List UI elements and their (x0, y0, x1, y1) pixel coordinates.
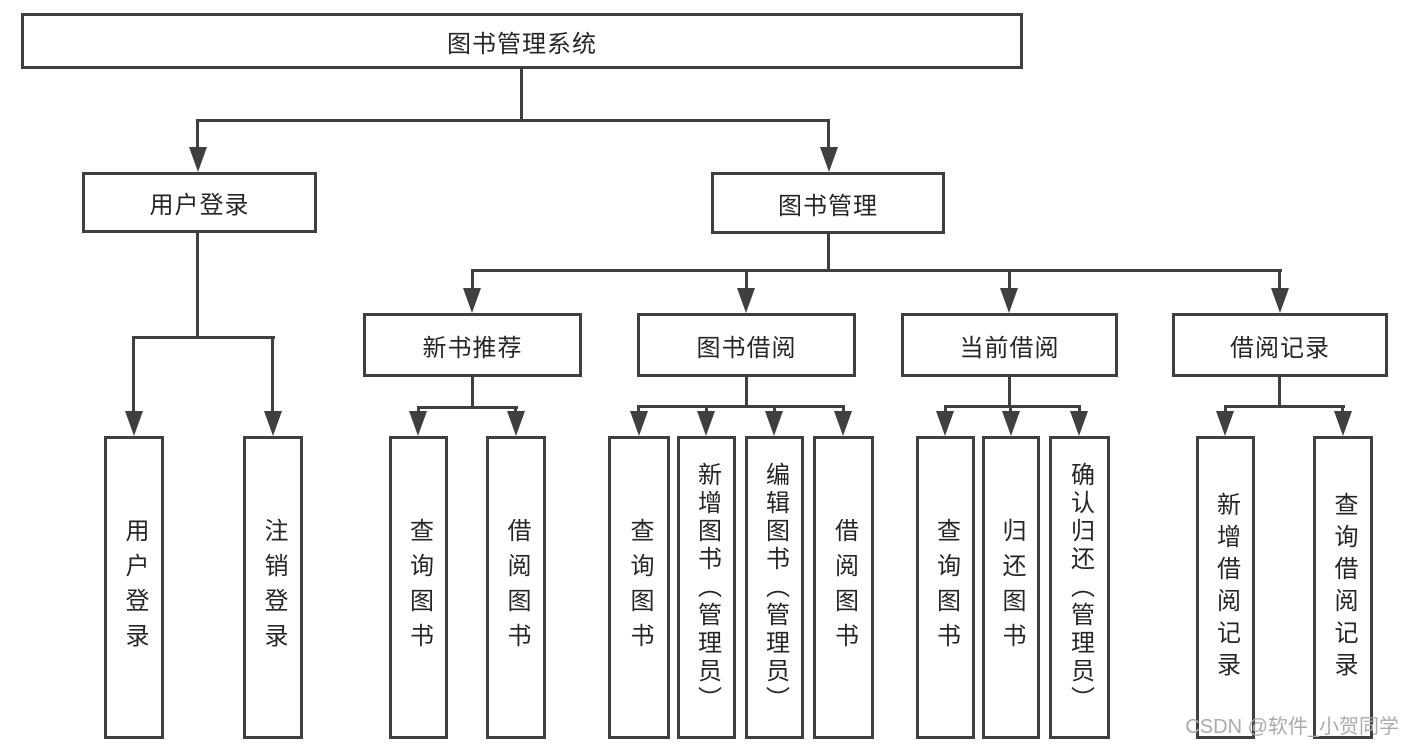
node-label: 查询图书 (932, 517, 960, 658)
leaf-user-login: 用户登录 (104, 436, 164, 739)
connector-line (944, 405, 1081, 408)
node-label: 借阅图书 (503, 517, 530, 658)
arrow-down-icon (1334, 411, 1352, 436)
node-user-login-branch: 用户登录 (82, 172, 317, 233)
arrow-down-icon (936, 411, 954, 436)
arrow-down-icon (834, 411, 852, 436)
arrow-down-icon (463, 288, 481, 313)
node-label: 编辑图书（管理员） (761, 461, 789, 714)
connector-line (132, 336, 275, 339)
node-label: 归还图书 (998, 517, 1025, 658)
leaf-confirm-return-admin: 确认归还（管理员） (1049, 436, 1110, 739)
node-label: 注销登录 (260, 517, 287, 658)
connector-line (196, 119, 830, 122)
node-label: 图书借阅 (696, 334, 797, 362)
arrow-down-icon (125, 411, 143, 436)
connector-line (471, 269, 1282, 272)
node-label: 借阅记录 (1230, 334, 1330, 362)
leaf-add-borrow-record: 新增借阅记录 (1196, 436, 1255, 739)
connector-line (471, 272, 474, 290)
node-label: 用户登录 (149, 192, 250, 219)
leaf-add-book-admin: 新增图书（管理员） (677, 436, 736, 739)
connector-line (196, 233, 199, 339)
node-label: 确认归还（管理员） (1066, 461, 1094, 714)
connector-line (132, 339, 135, 413)
connector-line (827, 234, 830, 272)
arrow-down-icon (820, 147, 838, 172)
arrow-down-icon (737, 288, 755, 313)
node-label: 查询借阅记录 (1330, 491, 1357, 684)
node-label: 当前借阅 (959, 334, 1060, 362)
node-current-borrowing: 当前借阅 (901, 313, 1118, 377)
connector-line (1008, 377, 1011, 408)
node-book-borrowing: 图书借阅 (637, 313, 856, 377)
node-label: 图书管理 (778, 192, 878, 220)
node-borrowing-records: 借阅记录 (1172, 313, 1388, 377)
node-label: 新书推荐 (422, 334, 523, 362)
connector-line (1278, 377, 1281, 408)
leaf-logout-login: 注销登录 (243, 436, 303, 739)
arrow-down-icon (264, 411, 282, 436)
connector-line (417, 406, 518, 409)
arrow-down-icon (1271, 288, 1289, 313)
leaf-return-books: 归还图书 (982, 436, 1040, 739)
node-label: 查询图书 (405, 517, 433, 658)
leaf-query-books-recommend: 查询图书 (389, 436, 448, 739)
connector-line (827, 122, 830, 150)
arrow-down-icon (189, 147, 207, 172)
connector-line (745, 377, 748, 408)
leaf-borrow-books-recommend: 借阅图书 (486, 436, 546, 739)
arrow-down-icon (1070, 411, 1088, 436)
arrow-down-icon (507, 411, 525, 436)
leaf-borrow-books-borrowing: 借阅图书 (813, 436, 874, 739)
leaf-edit-book-admin: 编辑图书（管理员） (745, 436, 804, 739)
node-label: 图书管理系统 (447, 30, 597, 58)
arrow-down-icon (765, 411, 783, 436)
arrow-down-icon (1002, 411, 1020, 436)
leaf-query-books-current: 查询图书 (916, 436, 975, 739)
connector-line (471, 377, 474, 409)
node-label: 新增图书（管理员） (693, 461, 721, 714)
arrow-down-icon (1216, 411, 1234, 436)
connector-line (1224, 405, 1345, 408)
node-label: 新增借阅记录 (1212, 491, 1240, 684)
connector-line (196, 122, 199, 150)
connector-line (745, 272, 748, 290)
node-label: 用户登录 (121, 517, 148, 658)
connector-line (520, 69, 523, 122)
arrow-down-icon (630, 411, 648, 436)
node-library-system: 图书管理系统 (21, 13, 1023, 69)
arrow-down-icon (409, 411, 427, 436)
connector-line (637, 405, 845, 408)
node-new-book-recommend: 新书推荐 (363, 313, 582, 377)
connector-line (1008, 272, 1011, 290)
leaf-query-borrow-record: 查询借阅记录 (1313, 436, 1373, 739)
arrow-down-icon (1000, 288, 1018, 313)
connector-line (271, 339, 274, 413)
watermark: CSDN @软件_小贺同学 (1185, 716, 1399, 738)
arrow-down-icon (697, 411, 715, 436)
leaf-query-books-borrowing: 查询图书 (608, 436, 670, 739)
node-label: 查询图书 (626, 517, 653, 658)
node-label: 借阅图书 (830, 517, 858, 658)
node-book-management: 图书管理 (711, 172, 945, 234)
connector-line (1278, 272, 1281, 290)
